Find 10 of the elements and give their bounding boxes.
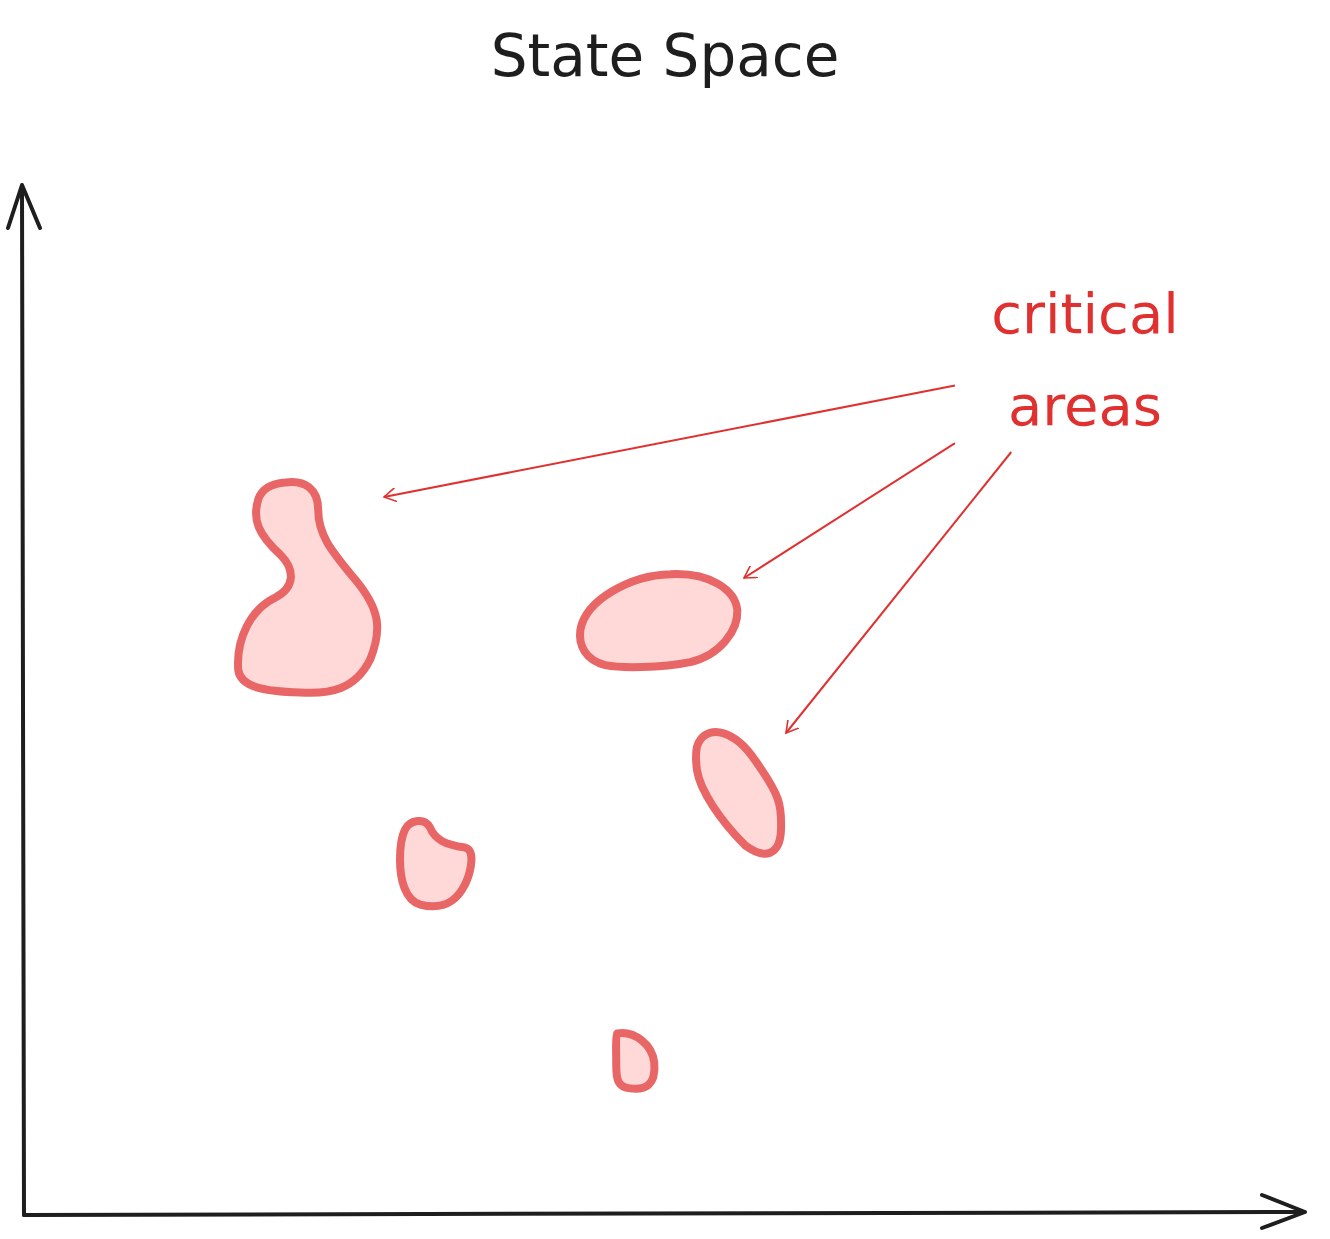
critical-area-blob	[233, 478, 382, 698]
arrow	[383, 384, 956, 503]
title: State Space	[489, 22, 841, 90]
arrow	[743, 442, 956, 579]
arrow	[785, 451, 1013, 734]
annotation-text: critical areas	[955, 268, 1215, 452]
critical-area-blob	[611, 1028, 659, 1093]
critical-area-blob	[575, 569, 742, 671]
critical-area-blob	[692, 727, 786, 858]
critical-area-blob	[396, 817, 476, 911]
